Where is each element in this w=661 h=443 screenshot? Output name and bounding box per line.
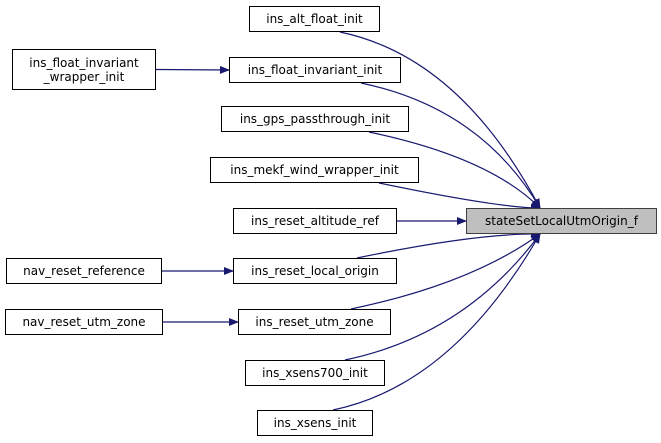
- node-nav-reset-reference[interactable]: nav_reset_reference: [6, 258, 162, 284]
- edge-float_inv-to-target: [360, 82, 541, 209]
- node-nav-reset-utm-zone[interactable]: nav_reset_utm_zone: [5, 309, 163, 335]
- edge-xsens-to-target: [332, 233, 541, 411]
- edge-reset_local-to-target: [356, 229, 541, 259]
- edge-xsens700-to-target: [344, 233, 541, 361]
- node-ins-float-invariant-wrapper-init[interactable]: ins_float_invariant _wrapper_init: [12, 49, 156, 90]
- edge-float_inv_wrapper-to-float_inv: [155, 65, 230, 74]
- node-ins-reset-utm-zone[interactable]: ins_reset_utm_zone: [238, 309, 391, 335]
- node-ins-xsens-init[interactable]: ins_xsens_init: [257, 410, 373, 436]
- edge-alt_float-to-target: [339, 31, 541, 209]
- node-ins-xsens700-init[interactable]: ins_xsens700_init: [245, 360, 385, 386]
- edge-mekf_wind-to-target: [378, 182, 541, 212]
- node-state-set-local-utm-origin-f: stateSetLocalUtmOrigin_f: [466, 208, 657, 234]
- edge-reset_utm-to-target: [350, 233, 541, 310]
- node-ins-mekf-wind-wrapper-init[interactable]: ins_mekf_wind_wrapper_init: [210, 157, 419, 183]
- node-ins-reset-local-origin[interactable]: ins_reset_local_origin: [233, 258, 397, 284]
- node-ins-reset-altitude-ref[interactable]: ins_reset_altitude_ref: [233, 208, 397, 234]
- node-ins-gps-passthrough-init[interactable]: ins_gps_passthrough_init: [221, 106, 409, 132]
- node-ins-alt-float-init[interactable]: ins_alt_float_init: [249, 6, 380, 32]
- edge-gps_pass-to-target: [368, 131, 541, 209]
- node-ins-float-invariant-init[interactable]: ins_float_invariant_init: [229, 57, 401, 83]
